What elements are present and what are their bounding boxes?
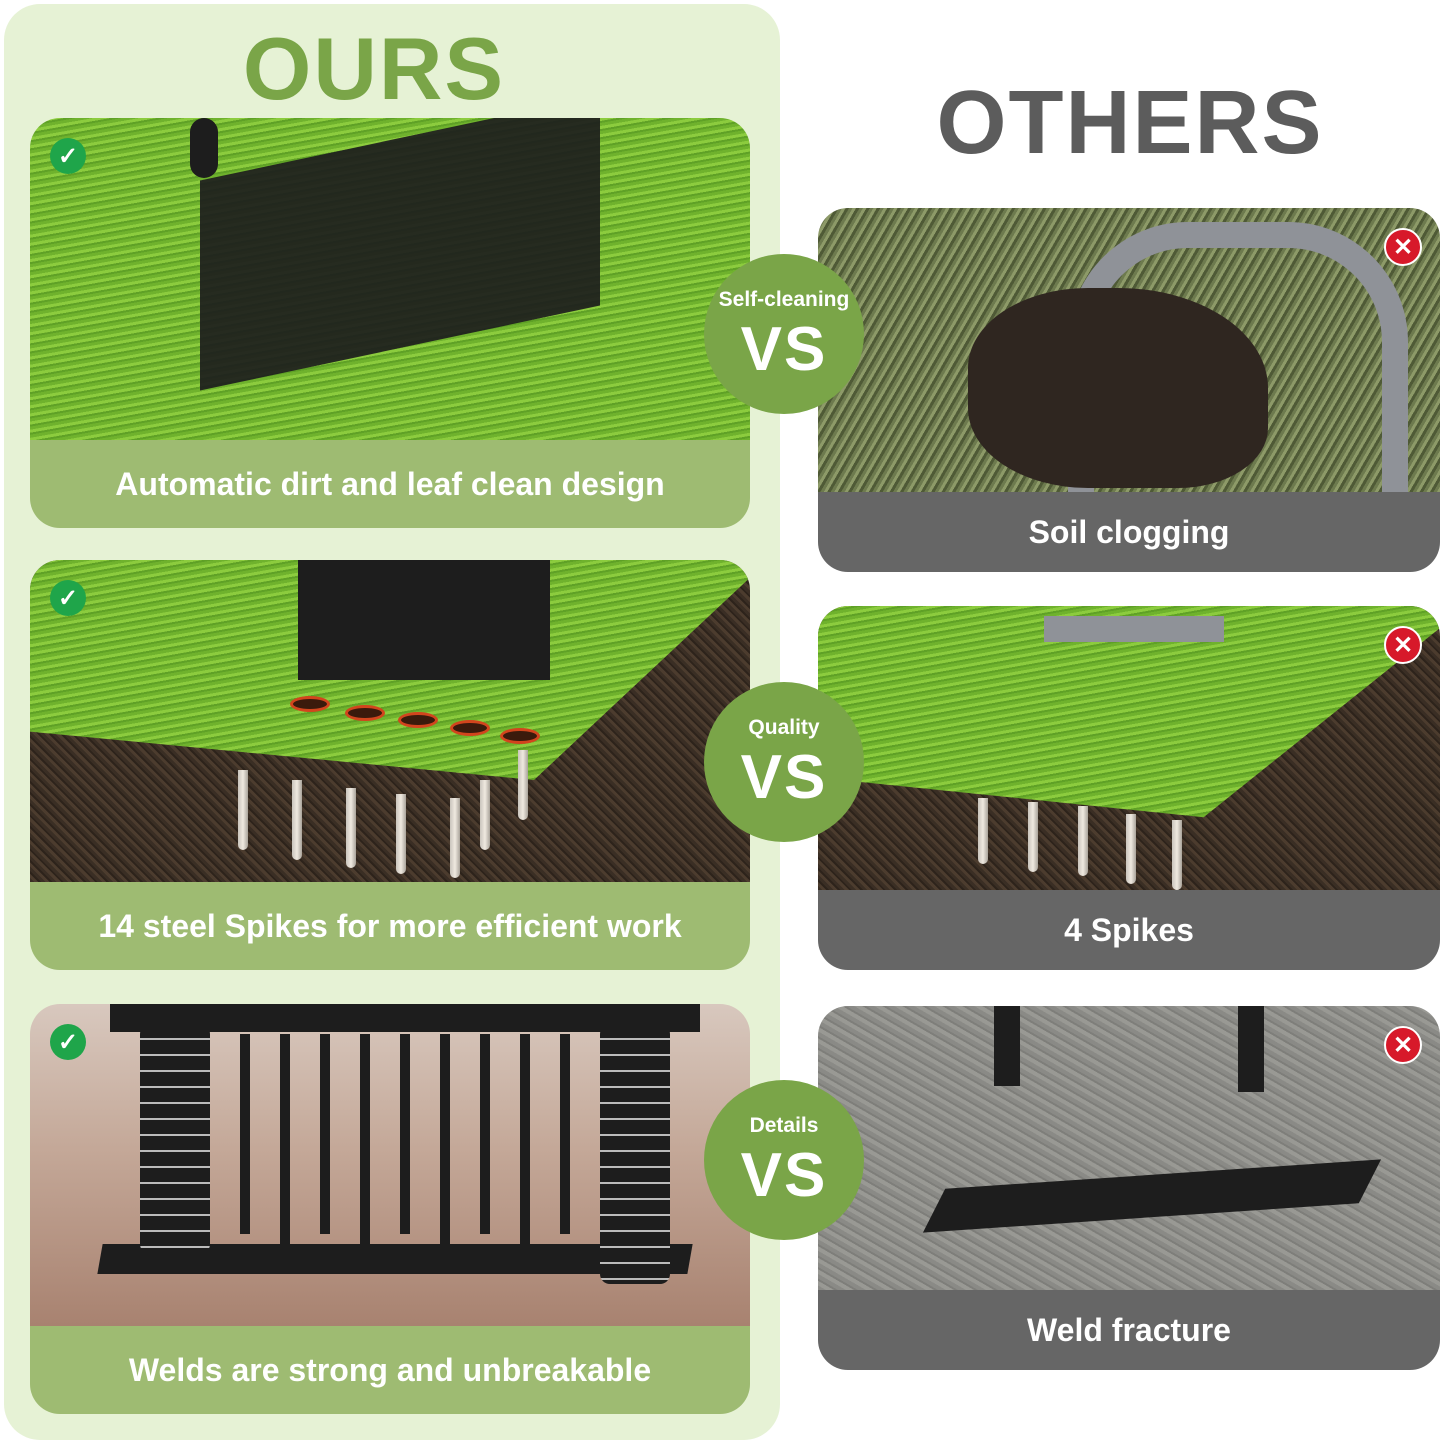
cross-icon: ✕ <box>1384 228 1422 266</box>
photo-clogged-aerator <box>818 208 1440 522</box>
others-card-self-cleaning: ✕ Soil clogging <box>818 208 1440 572</box>
spike <box>978 798 988 864</box>
photo-aerator-self-cleaning <box>30 118 750 440</box>
hole <box>345 705 385 721</box>
spike <box>1126 814 1136 884</box>
vs-text: VS <box>740 315 828 384</box>
others-card-quality: ✕ 4 Spikes <box>818 606 1440 970</box>
spike <box>346 788 356 868</box>
hole <box>398 712 438 728</box>
ours-title: OURS <box>242 19 506 118</box>
vs-badge-self-cleaning: Self-cleaning VS <box>704 254 864 414</box>
rod <box>360 1034 370 1254</box>
spike <box>480 780 490 850</box>
rod <box>440 1034 450 1254</box>
check-icon: ✓ <box>50 1024 86 1060</box>
vs-label: Quality <box>748 716 820 739</box>
others-card-details: ✕ Weld fracture <box>818 1006 1440 1370</box>
spring-right <box>600 1024 670 1284</box>
photo-weld-fracture <box>818 1006 1440 1290</box>
spike <box>292 780 302 860</box>
vs-text: VS <box>740 1141 828 1210</box>
cross-icon: ✕ <box>1384 626 1422 664</box>
caption: 4 Spikes <box>818 890 1440 970</box>
hole <box>500 728 540 744</box>
spike <box>1028 802 1038 872</box>
rod <box>280 1034 290 1254</box>
aerator-tool <box>298 560 550 680</box>
caption: Weld fracture <box>818 1290 1440 1370</box>
caption: 14 steel Spikes for more efficient work <box>30 882 750 970</box>
spring-left <box>140 1024 210 1254</box>
photo-aerator-14-spikes <box>30 560 750 882</box>
ours-card-quality: ✓ 14 steel Spikes for more efficient wor… <box>30 560 750 970</box>
rod <box>560 1034 570 1234</box>
cross-icon: ✕ <box>1384 1026 1422 1064</box>
hole <box>450 720 490 736</box>
handle-left <box>994 1006 1020 1086</box>
rod <box>400 1034 410 1234</box>
ours-card-details: ✓ Welds are strong and unbreakable <box>30 1004 750 1414</box>
caption: Soil clogging <box>818 492 1440 572</box>
rod <box>520 1034 530 1254</box>
vs-label: Details <box>749 1114 819 1137</box>
others-title: OTHERS <box>936 73 1324 173</box>
aerator-tool <box>1044 616 1224 642</box>
spike <box>396 794 406 874</box>
spike <box>1078 806 1088 876</box>
spike <box>1172 820 1182 890</box>
check-icon: ✓ <box>50 138 86 174</box>
vs-badge-details: Details VS <box>704 1080 864 1240</box>
aerator-tool <box>200 118 600 391</box>
rod <box>240 1034 250 1234</box>
hole <box>290 696 330 712</box>
vs-label: Self-cleaning <box>718 288 850 311</box>
rod <box>320 1034 330 1234</box>
spike <box>518 750 528 820</box>
vs-badge-quality: Quality VS <box>704 682 864 842</box>
rod <box>480 1034 490 1234</box>
photo-aerator-welds <box>30 1004 750 1326</box>
spike <box>450 798 460 878</box>
spike <box>238 770 248 850</box>
handle-right <box>1238 1006 1264 1092</box>
check-icon: ✓ <box>50 580 86 616</box>
ours-card-self-cleaning: ✓ Automatic dirt and leaf clean design <box>30 118 750 528</box>
vs-text: VS <box>740 743 828 812</box>
soil-clump <box>968 288 1268 488</box>
handle <box>190 118 218 178</box>
broken-plate <box>922 1159 1382 1233</box>
photo-4-spikes <box>818 606 1440 890</box>
caption: Automatic dirt and leaf clean design <box>30 440 750 528</box>
caption: Welds are strong and unbreakable <box>30 1326 750 1414</box>
